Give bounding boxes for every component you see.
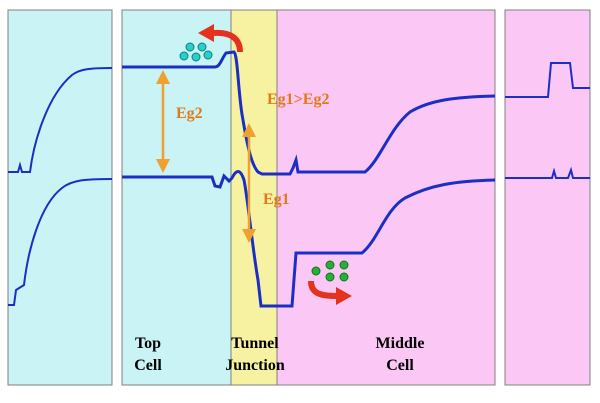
middle-carriers (311, 260, 349, 282)
main-conduction-band (122, 50, 496, 176)
main-valence-band (122, 170, 496, 308)
eg2-label: Eg2 (176, 105, 203, 122)
tunnel-junction-label: Tunnel Junction (212, 333, 298, 377)
right-cell-panel (504, 9, 591, 386)
eg1-gt-eg2-label: Eg1>Eg2 (267, 91, 330, 108)
top-carriers (179, 42, 213, 62)
right-valence-band (505, 166, 590, 179)
middle-cell-panel (276, 9, 496, 386)
eg1-label: Eg1 (263, 191, 290, 208)
top-red-arrow-icon (198, 24, 243, 53)
left-conduction-band (8, 67, 113, 173)
top-cell-label: Top Cell (122, 333, 174, 377)
left-cell-panel (7, 9, 113, 386)
top-cell-label-line1: Top (134, 335, 162, 352)
middle-cell-label-line2: Cell (386, 357, 414, 374)
bottom-red-arrow-icon (308, 280, 352, 305)
top-cell-panel (121, 9, 233, 386)
eg2-arrow (156, 70, 170, 173)
eg1-arrow (242, 123, 256, 243)
right-conduction-band (505, 62, 590, 98)
middle-cell-label: Middle Cell (360, 333, 440, 377)
tunnel-junction-label-line2: Junction (225, 357, 285, 374)
middle-cell-label-line1: Middle (375, 335, 425, 352)
tunnel-junction-label-line1: Tunnel (231, 335, 279, 352)
left-valence-band (8, 178, 113, 306)
top-cell-label-line2: Cell (134, 357, 162, 374)
